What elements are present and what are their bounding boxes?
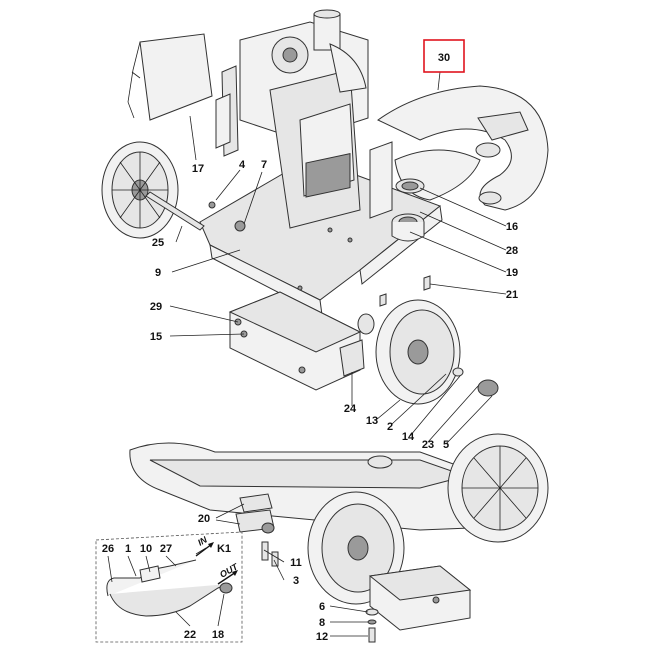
callout-27[interactable]: 27 xyxy=(160,543,172,555)
callout-26[interactable]: 26 xyxy=(102,543,114,555)
callout-8[interactable]: 8 xyxy=(319,617,325,629)
control-box-15 xyxy=(228,291,365,391)
callout-10[interactable]: 10 xyxy=(140,543,152,555)
flow-in-label: IN xyxy=(196,534,209,547)
callout-18[interactable]: 18 xyxy=(212,629,224,641)
callout-6[interactable]: 6 xyxy=(319,601,325,613)
left-wheel-25 xyxy=(101,141,205,239)
callout-1[interactable]: 1 xyxy=(125,543,131,555)
callout-24[interactable]: 24 xyxy=(344,403,357,415)
callout-21[interactable]: 21 xyxy=(506,289,518,301)
screw-4 xyxy=(208,201,216,209)
bottom-assembly xyxy=(129,433,549,643)
callout-19[interactable]: 19 xyxy=(506,267,518,279)
fittings xyxy=(391,178,425,242)
callout-15[interactable]: 15 xyxy=(150,331,162,343)
callout-9[interactable]: 9 xyxy=(155,267,161,279)
callout-3[interactable]: 3 xyxy=(293,575,299,587)
callout-25[interactable]: 25 xyxy=(152,237,164,249)
highlight-box xyxy=(423,39,465,73)
callout-28[interactable]: 28 xyxy=(506,245,518,257)
callout-labels: 30 17 4 7 25 9 16 28 19 21 29 15 24 13 2… xyxy=(102,52,518,643)
bottom-leaders xyxy=(215,503,369,637)
callout-17[interactable]: 17 xyxy=(192,163,204,175)
callout-13[interactable]: 13 xyxy=(366,415,378,427)
callout-23[interactable]: 23 xyxy=(422,439,434,451)
callout-16[interactable]: 16 xyxy=(506,221,518,233)
top-assembly xyxy=(101,9,549,405)
callout-30[interactable]: 30 xyxy=(438,52,450,64)
callout-4[interactable]: 4 xyxy=(239,159,246,171)
motor-tower xyxy=(215,9,393,229)
callout-22[interactable]: 22 xyxy=(184,629,196,641)
callout-14[interactable]: 14 xyxy=(402,431,415,443)
right-wheel-13 xyxy=(357,299,499,405)
callout-2[interactable]: 2 xyxy=(387,421,393,433)
callout-29[interactable]: 29 xyxy=(150,301,162,313)
screw-21 xyxy=(423,275,431,291)
top-leaders xyxy=(169,71,507,445)
callout-11[interactable]: 11 xyxy=(290,557,302,569)
callout-7[interactable]: 7 xyxy=(261,159,267,171)
pad-holder-17 xyxy=(127,33,213,121)
callout-12[interactable]: 12 xyxy=(316,631,328,643)
hose-kit-k1 xyxy=(95,531,243,643)
callout-k1[interactable]: K1 xyxy=(217,543,231,555)
screw-21b xyxy=(379,293,387,307)
callout-5[interactable]: 5 xyxy=(443,439,449,451)
callout-20[interactable]: 20 xyxy=(198,513,210,525)
